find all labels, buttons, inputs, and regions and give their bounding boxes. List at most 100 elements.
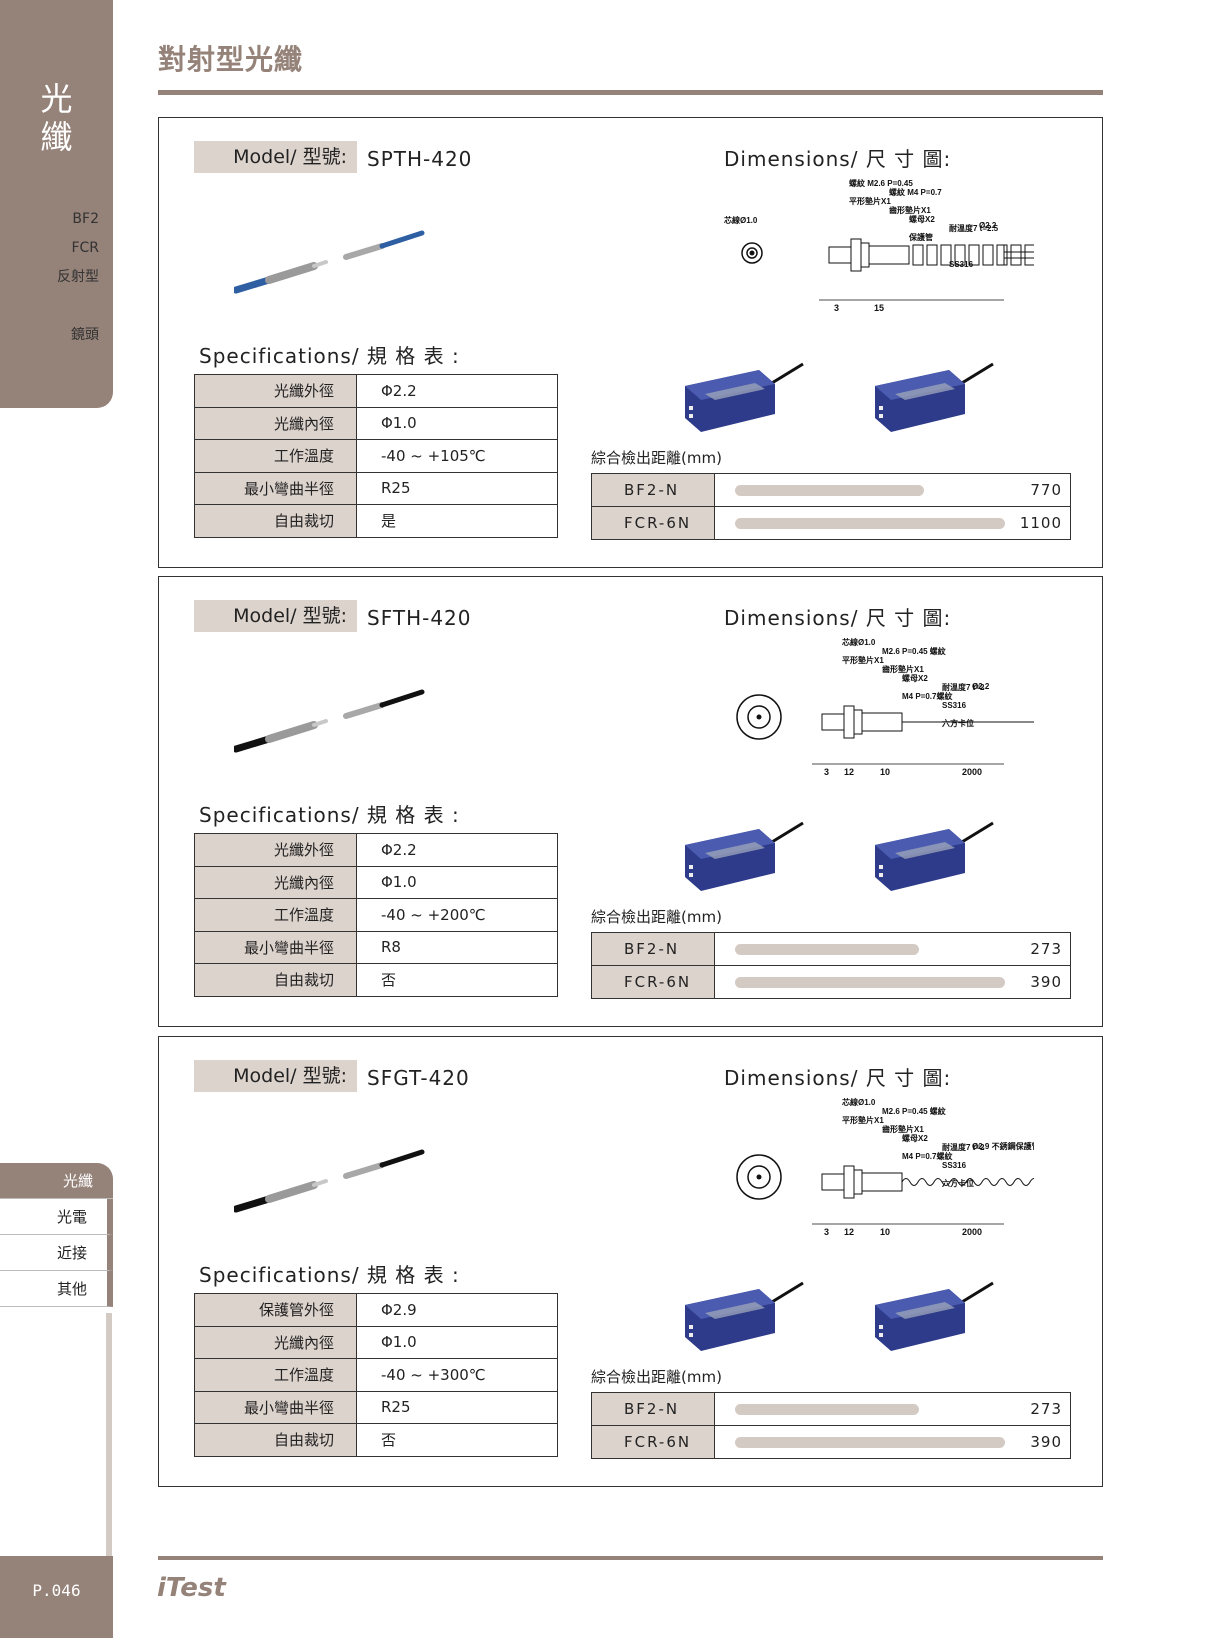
dimension-callout: 六方卡位 — [942, 1178, 974, 1188]
sidebar-item-lens[interactable]: 鏡頭 — [0, 324, 113, 353]
model-name: SFTH-420 — [367, 606, 472, 630]
dimension-drawing: 3121020002000mm - 40~200℃25mm - 40~70℃芯線… — [736, 637, 1034, 777]
amplifier-top — [875, 829, 965, 859]
protective-tube-segment — [954, 244, 966, 266]
distance-cell: 390 — [714, 1425, 1071, 1459]
distance-bar — [735, 944, 919, 955]
dimension-callout: Ø2.9 不銹鋼保護管 — [972, 1141, 1034, 1151]
protective-tube-segment — [912, 244, 924, 266]
amplifier-led — [689, 1333, 693, 1337]
probe-thread — [861, 712, 903, 732]
tab-other[interactable]: 其他 — [0, 1271, 113, 1307]
spec-label: 光纖外徑 — [194, 833, 357, 867]
dimension-value: 2000 — [962, 767, 982, 777]
specifications-title: Specifications/ 規 格 表 : — [199, 344, 460, 368]
amplifier-led — [879, 414, 883, 418]
amplifier-led — [689, 1325, 693, 1329]
spec-label: 光纖內徑 — [194, 1325, 357, 1359]
amplifier-led — [689, 865, 693, 869]
dimension-callout: 螺母X2 — [902, 673, 928, 683]
distance-bar — [735, 977, 1005, 988]
dimension-value: 10 — [880, 767, 890, 777]
amplifier-photo-fcr — [875, 362, 994, 432]
spec-value: Φ1.0 — [356, 406, 558, 440]
spec-label: 自由裁切 — [194, 504, 357, 538]
dimension-value: 3 — [824, 767, 829, 777]
protective-tube-segment — [940, 244, 952, 266]
amplifier-display — [705, 1302, 765, 1319]
spec-value: R8 — [356, 930, 558, 964]
sidebar-tabs: 光纖 光電 近接 其他 — [0, 1163, 113, 1307]
distance-bar — [735, 518, 1005, 529]
spec-label: 光纖內徑 — [194, 406, 357, 440]
fiber-cable — [234, 1195, 273, 1213]
dimension-value: 10 — [880, 1227, 890, 1237]
spec-value: R25 — [356, 471, 558, 505]
spec-label: 自由裁切 — [194, 1423, 357, 1457]
amplifier-photo-bf2 — [685, 1281, 804, 1351]
dimension-callout: SS316 — [949, 260, 974, 269]
product-panel-sfgt-420: Model/ 型號: SFGT-420 Dimensions/ 尺 寸 圖: 3… — [158, 1036, 1103, 1487]
protective-tube-coil — [901, 1178, 1034, 1186]
page-number: P.046 — [0, 1556, 113, 1638]
probe-nut — [843, 1165, 855, 1199]
distance-bar — [735, 1437, 1005, 1448]
sidebar-header: 光 纖 — [0, 0, 113, 408]
sidebar-item-thru-beam[interactable]: 對射型 — [0, 295, 113, 324]
model-label: Model/ 型號: — [194, 141, 357, 173]
spec-row: 自由裁切否 — [194, 1423, 558, 1457]
probe-thread — [861, 1172, 903, 1192]
amplifier-name: BF2-N — [591, 932, 715, 966]
dimension-callout: 齒形墊片X1 — [889, 205, 931, 215]
fiber-probe-body — [343, 702, 385, 719]
protective-tube-segment — [1024, 244, 1034, 266]
spec-label: 工作溫度 — [194, 1358, 357, 1392]
sidebar-item-reflective[interactable]: 反射型 — [0, 266, 113, 295]
protective-tube-segment — [982, 244, 994, 266]
amplifier-display — [705, 842, 765, 859]
dimension-value: 12 — [844, 1227, 854, 1237]
fiber-cable — [379, 1149, 425, 1168]
probe-tip — [821, 1173, 845, 1191]
amplifier-top — [875, 1289, 965, 1319]
sidebar-item-bf2[interactable]: BF2 — [0, 208, 113, 237]
distance-value: 390 — [1030, 973, 1062, 991]
fiber-product-photo — [234, 689, 425, 753]
fiber-cable — [379, 230, 425, 249]
distance-value: 273 — [1030, 1400, 1062, 1418]
dimension-callout: M2.6 P=0.45 螺紋 — [882, 1106, 946, 1116]
spec-value: Φ2.2 — [356, 833, 558, 867]
spec-row: 自由裁切是 — [194, 504, 558, 538]
probe-nut — [843, 705, 855, 739]
protective-tube-segment — [1010, 244, 1022, 266]
sidebar-item-fcr[interactable]: FCR — [0, 237, 113, 266]
fiber-probe-body — [265, 721, 318, 743]
specifications-title: Specifications/ 規 格 表 : — [199, 1263, 460, 1287]
fiber-cable — [234, 735, 273, 753]
dimension-callout: 螺紋 M2.6 P=0.45 — [849, 178, 913, 188]
spec-value: -40 ~ +300℃ — [356, 1358, 558, 1392]
tab-fiber[interactable]: 光纖 — [0, 1163, 113, 1199]
dimension-callout: 耐溫度7 t=2 — [942, 1142, 985, 1152]
spec-row: 工作溫度-40 ~ +200℃ — [194, 898, 558, 932]
dimension-callout: 芯線Ø1.0 — [842, 1097, 876, 1107]
spec-value: 否 — [356, 1423, 558, 1457]
spec-label: 光纖外徑 — [194, 374, 357, 408]
tab-photoelectric[interactable]: 光電 — [0, 1199, 113, 1235]
amplifier-led — [879, 865, 883, 869]
amplifier-display — [895, 383, 955, 400]
tab-proximity[interactable]: 近接 — [0, 1235, 113, 1271]
probe-thread — [868, 245, 910, 265]
spec-row: 自由裁切否 — [194, 963, 558, 997]
amplifier-led — [879, 873, 883, 877]
fiber-end-view — [747, 705, 771, 729]
